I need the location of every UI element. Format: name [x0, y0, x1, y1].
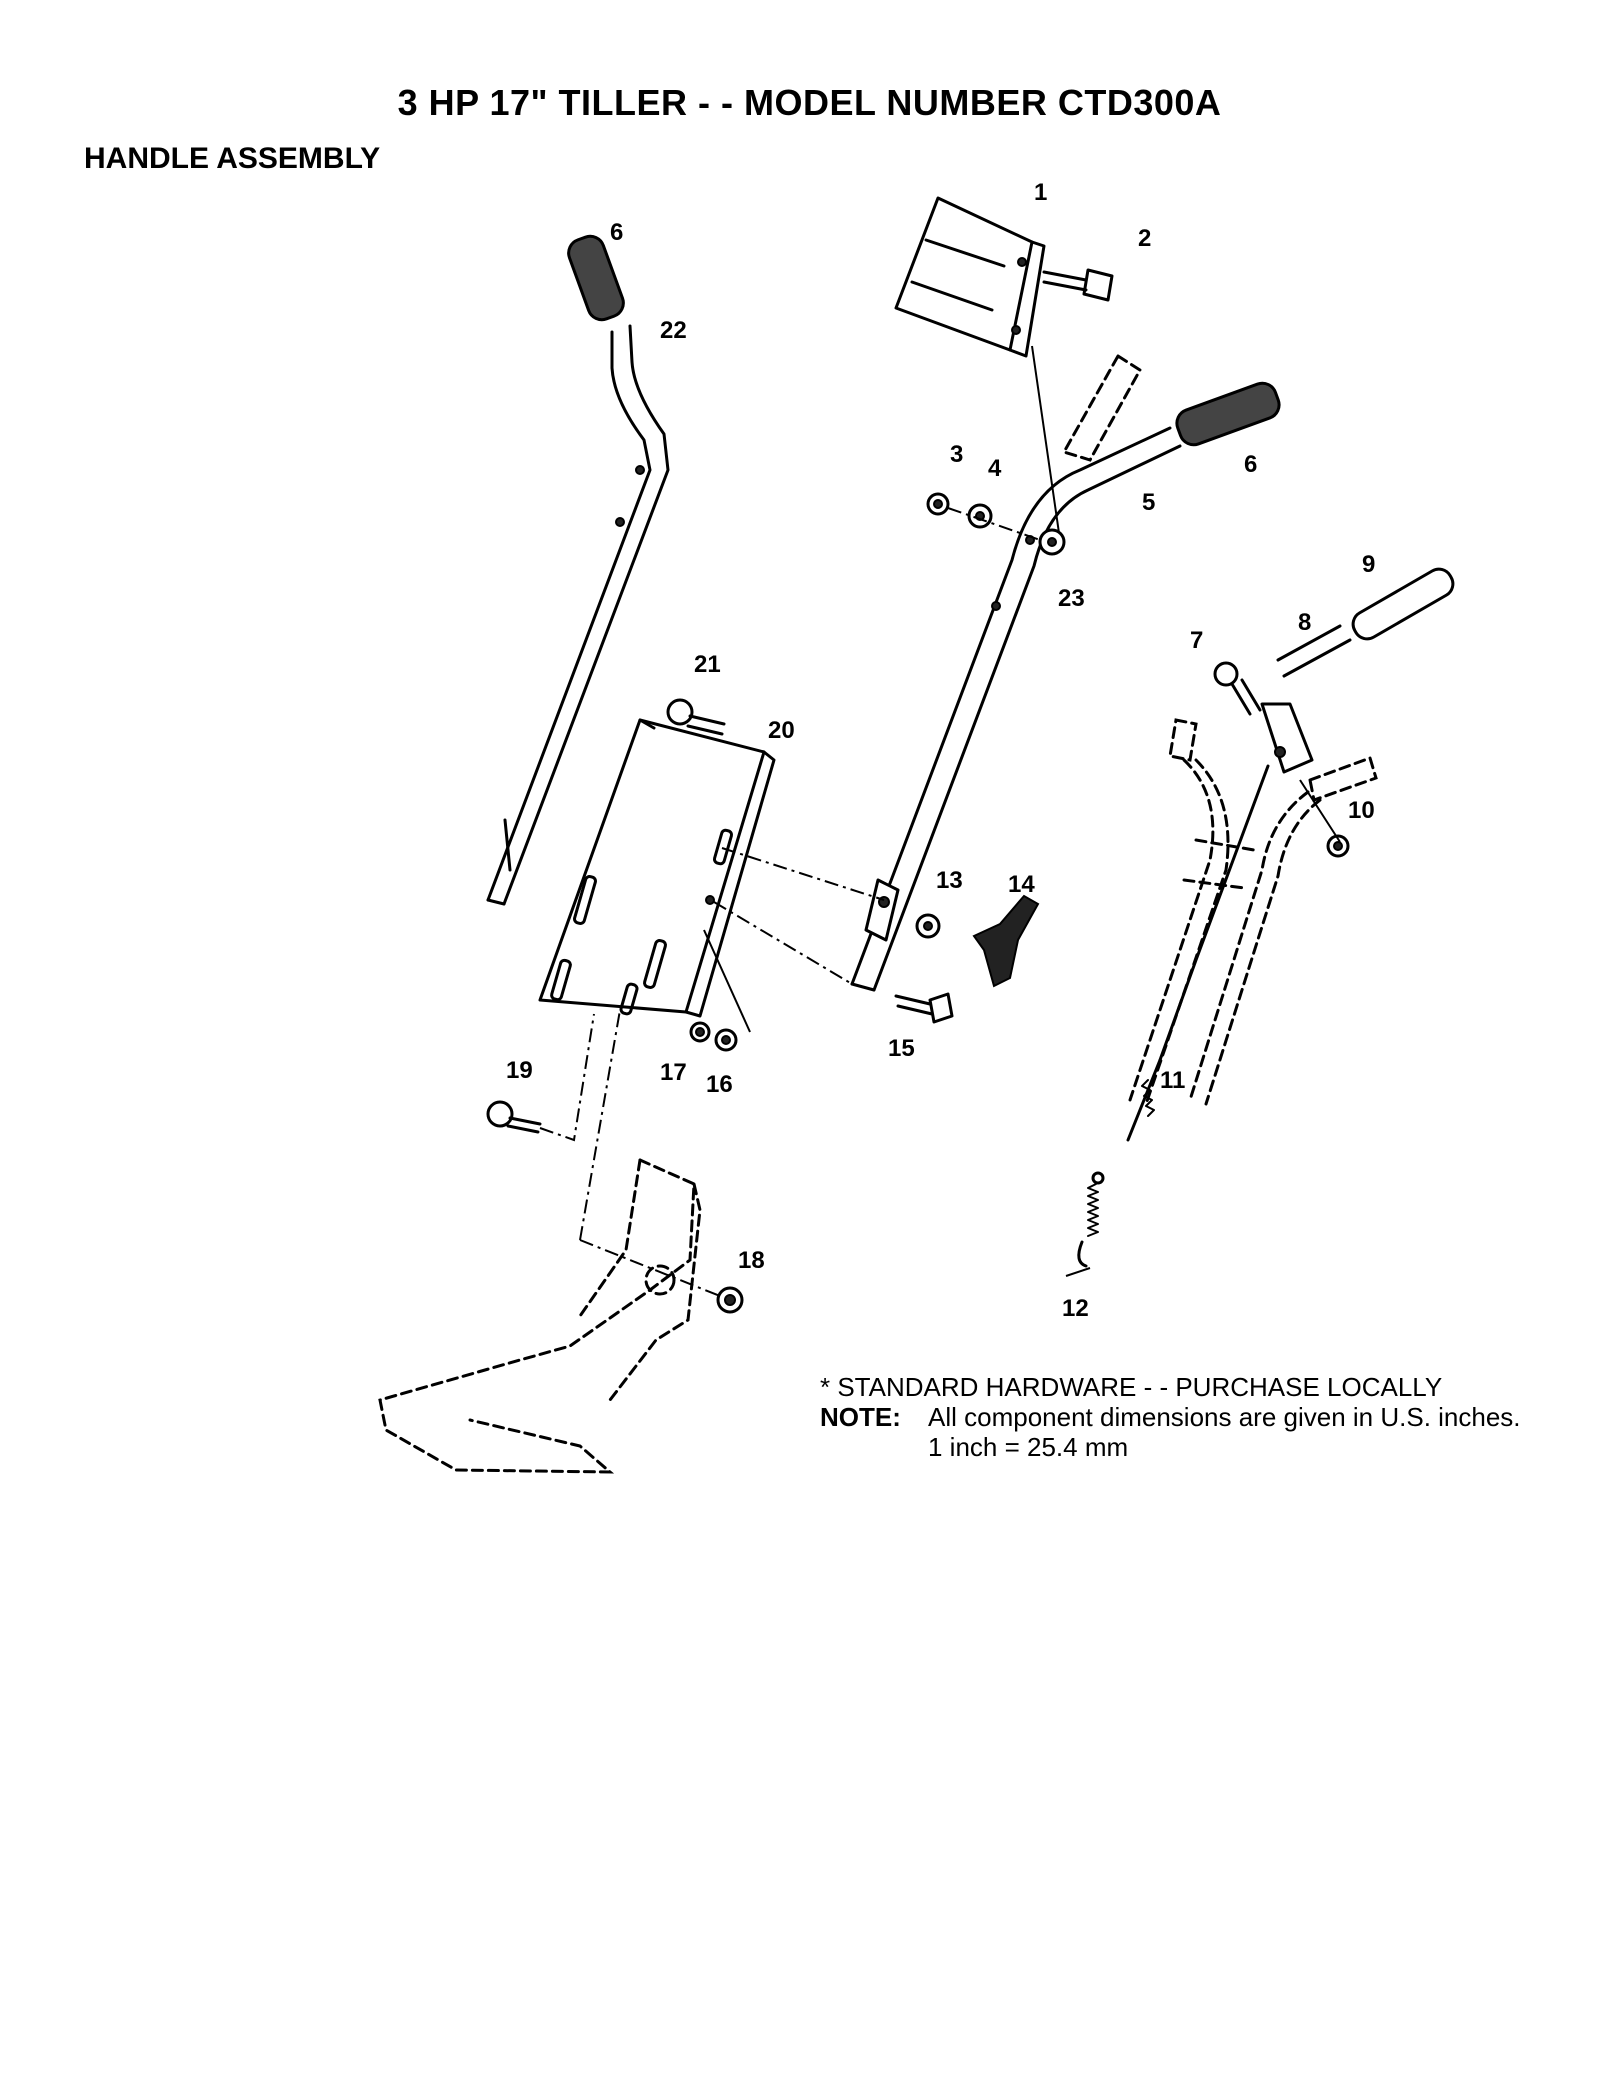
- callout-23: 23: [1058, 585, 1085, 612]
- part-3-nut: [926, 492, 950, 516]
- part-12-spring: [1077, 1171, 1105, 1268]
- callout-14: 14: [1008, 871, 1035, 898]
- part-14-knob: [972, 894, 1040, 988]
- callout-21: 21: [694, 651, 721, 678]
- part-4-washer: [967, 503, 993, 529]
- part-21-bolt: [666, 698, 726, 736]
- part-10-nut: [1326, 834, 1350, 858]
- callout-18: 18: [738, 1247, 765, 1274]
- callout-10: 10: [1348, 797, 1375, 824]
- callout-13: 13: [936, 867, 963, 894]
- part-19-bolt: [486, 1100, 542, 1134]
- part-16-washer: [714, 1028, 738, 1052]
- callout-6-left: 6: [610, 219, 623, 246]
- callout-8: 8: [1298, 609, 1311, 636]
- callout-19: 19: [506, 1057, 533, 1084]
- leader-18-up: [579, 1009, 621, 1241]
- part-13-washer: [915, 913, 941, 939]
- conversion-note: 1 inch = 25.4 mm: [928, 1432, 1129, 1462]
- part-15-bolt: [894, 992, 954, 1024]
- tiller-frame-ghost: [378, 1158, 702, 1474]
- part-22-left-handle: [486, 324, 670, 906]
- leader-3-4-23: [947, 507, 1041, 541]
- leader-23: [1031, 345, 1061, 541]
- leader-12: [1065, 1267, 1091, 1277]
- part-8-lever: [1260, 624, 1352, 774]
- part-17-nut: [689, 1021, 711, 1043]
- note-label: NOTE:: [820, 1402, 901, 1432]
- callout-2: 2: [1138, 225, 1151, 252]
- page-title: 3 HP 17" TILLER - - MODEL NUMBER CTD300A: [397, 82, 1222, 123]
- part-9-lever-grip: [1351, 567, 1455, 641]
- part-23-washer: [1038, 528, 1066, 556]
- callout-16: 16: [706, 1071, 733, 1098]
- part-6-right-grip: [1175, 381, 1281, 447]
- leader-19: [539, 1013, 595, 1142]
- callout-22: 22: [660, 317, 687, 344]
- callout-4: 4: [988, 455, 1002, 482]
- part-7-bolt: [1213, 661, 1262, 716]
- note-text: All component dimensions are given in U.…: [928, 1402, 1521, 1432]
- leader-18: [579, 1239, 721, 1297]
- callout-11: 11: [1160, 1067, 1185, 1094]
- part-18-nut: [716, 1286, 744, 1314]
- part-11-cable: [1126, 764, 1270, 1142]
- callout-17: 17: [660, 1059, 687, 1086]
- part-20-bracket: [538, 718, 776, 1018]
- callout-20: 20: [768, 717, 795, 744]
- leader-17-16: [703, 929, 751, 1033]
- part-2-bolt: [1042, 268, 1114, 302]
- leader-20-15: [713, 901, 853, 985]
- callout-5: 5: [1142, 489, 1155, 516]
- leader-10: [1299, 779, 1341, 843]
- dimensions-note: NOTE: All component dimensions are given …: [820, 1402, 1521, 1432]
- standard-hardware-note: * STANDARD HARDWARE - - PURCHASE LOCALLY: [820, 1372, 1443, 1402]
- section-title: HANDLE ASSEMBLY: [84, 142, 381, 175]
- callout-6-right: 6: [1244, 451, 1257, 478]
- callout-3: 3: [950, 441, 963, 468]
- part-6-left-grip: [567, 234, 625, 322]
- handle-ghost: [1128, 718, 1378, 1106]
- notes-block: * STANDARD HARDWARE - - PURCHASE LOCALLY…: [820, 1372, 1521, 1462]
- part-5-right-handle: [850, 426, 1182, 992]
- alt-handle-position: [1061, 353, 1142, 462]
- callout-15: 15: [888, 1035, 915, 1062]
- part-1-panel: [894, 196, 1046, 358]
- callout-1: 1: [1034, 179, 1047, 206]
- callout-9: 9: [1362, 551, 1375, 578]
- callout-12: 12: [1062, 1295, 1089, 1322]
- leader-20-13: [721, 847, 885, 901]
- callout-7: 7: [1190, 627, 1203, 654]
